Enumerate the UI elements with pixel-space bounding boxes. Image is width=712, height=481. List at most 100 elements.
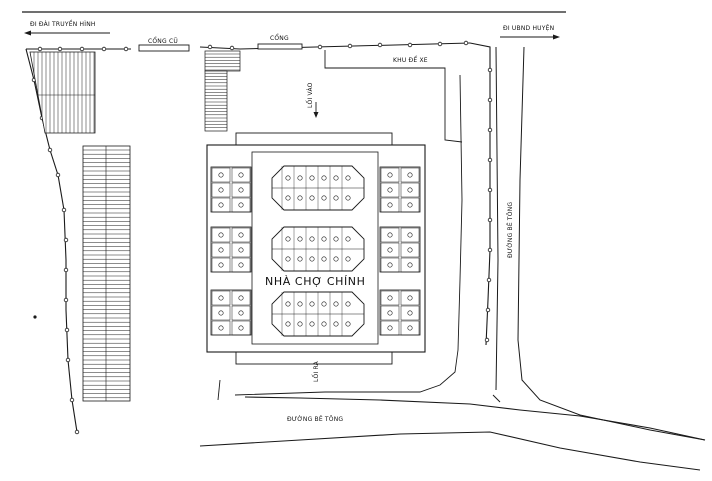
stall-cell [380,305,400,321]
fence-post [69,397,75,403]
label-entrance-top: LỐI VÀO [306,82,314,108]
fence-post [229,45,235,51]
stall-marker [387,202,393,208]
stall-marker [218,310,224,316]
label-gate: CỔNG [270,34,289,42]
fence-post [487,127,493,133]
stall-cell [231,305,251,321]
fence-post [463,40,469,46]
fence-post [484,337,490,343]
stall-marker [345,236,351,242]
stall-block [210,289,252,336]
stall-cell [380,257,400,273]
stall-marker [238,295,244,301]
fence-post [407,42,413,48]
stall-marker [297,175,303,181]
stall-marker [309,301,315,307]
fence-post [47,147,53,153]
stall-marker [238,262,244,268]
stall-marker [309,195,315,201]
stall-marker [321,175,327,181]
stall-cell [211,242,231,258]
fence-post [377,42,383,48]
stall-block [210,166,252,213]
stall-marker [333,256,339,262]
stall-marker [407,295,413,301]
stall-cell [380,227,400,243]
stall-marker [321,321,327,327]
stall-marker [407,172,413,178]
label-to-tv-station: ĐI ĐÀI TRUYỀN HÌNH [30,20,96,28]
stall-marker [321,301,327,307]
fence-post [437,41,443,47]
stall-marker [297,321,303,327]
stall-marker [345,195,351,201]
stall-marker [387,232,393,238]
stall-marker [321,256,327,262]
stall-block-frame [379,226,421,273]
stall-cell [231,242,251,258]
stall-marker [297,301,303,307]
parking-area-outline [324,50,463,143]
fence-posts [31,40,493,435]
stall-cell [380,320,400,336]
stall-cell [231,257,251,273]
stall-marker [407,232,413,238]
stall-marker [407,247,413,253]
stall-marker [407,310,413,316]
stall-marker [387,187,393,193]
stall-marker [387,247,393,253]
stall-marker [333,195,339,201]
stall-marker [218,295,224,301]
stall-cell [400,257,420,273]
stall-marker [218,232,224,238]
fence-post [485,307,491,313]
octagon-stall-cluster [271,291,365,337]
old-gate-bar [138,44,190,52]
label-main-market-hall: NHÀ CHỢ CHÍNH [265,275,366,288]
label-concrete-road-bottom: ĐƯỜNG BÊ TÔNG [287,415,343,423]
stall-marker [309,236,315,242]
fence-post [55,172,61,178]
stall-marker [238,310,244,316]
stall-marker [387,295,393,301]
stall-marker [333,175,339,181]
fence-post [317,44,323,50]
fence-post [487,187,493,193]
stall-marker [285,236,291,242]
stall-marker [285,195,291,201]
stall-marker [309,175,315,181]
stall-block-frame [210,226,252,273]
stall-marker [297,256,303,262]
stall-marker [407,187,413,193]
label-concrete-road-right: ĐƯỜNG BÊ TÔNG [506,202,514,258]
stall-block [379,289,421,336]
stall-marker [387,325,393,331]
fence-post [123,46,129,52]
arrow-left-icon [24,30,110,36]
internal-path-right [234,74,463,396]
stall-cell [400,305,420,321]
stall-marker [238,232,244,238]
label-old-gate: CỔNG CŨ [148,37,178,45]
stall-block-frame [379,289,421,336]
arrow-down-icon [313,102,319,118]
fence-post [487,67,493,73]
stall-cell [400,227,420,243]
fence-post [57,46,63,52]
stall-marker [387,172,393,178]
stall-cell [211,257,231,273]
stall-marker [218,262,224,268]
stall-marker [333,321,339,327]
arrow-right-icon [500,34,560,40]
stall-marker [345,175,351,181]
stall-marker [238,202,244,208]
fence-post [63,297,69,303]
stall-cell [211,182,231,198]
stall-marker [218,325,224,331]
stall-cell [211,197,231,213]
fence-post [63,237,69,243]
stall-marker [285,301,291,307]
stall-cell [211,167,231,183]
